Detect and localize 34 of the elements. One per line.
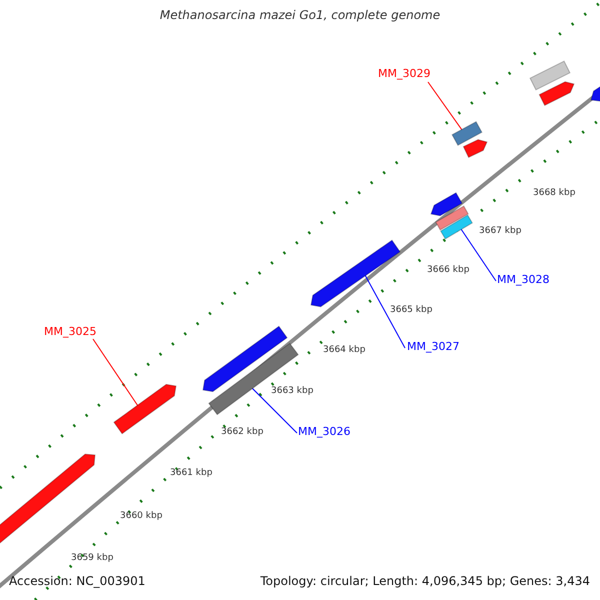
gene-feature <box>590 84 600 102</box>
gene-label: MM_3025 <box>44 325 96 338</box>
gene-label: MM_3029 <box>378 67 430 80</box>
tick-label: 3659 kbp <box>71 553 114 563</box>
leader-line <box>364 274 406 348</box>
title: Methanosarcina mazei Go1, complete genome <box>158 8 442 22</box>
leader-line <box>428 82 462 130</box>
gene-feature <box>529 60 571 90</box>
gene-feature <box>451 121 483 146</box>
tick-label: 3668 kbp <box>533 188 576 198</box>
gene-feature <box>208 342 299 416</box>
tick-label: 3667 kbp <box>479 226 522 236</box>
gene-feature <box>538 81 575 106</box>
gene-feature <box>430 192 463 216</box>
tick-label: 3663 kbp <box>271 386 314 396</box>
tick-label: 3666 kbp <box>427 265 470 275</box>
accession-text: Accession: NC_003901 <box>9 574 146 588</box>
gene-feature <box>440 214 473 240</box>
leader-line <box>252 388 298 434</box>
tick-label: 3661 kbp <box>170 468 212 478</box>
gene-feature <box>435 205 469 231</box>
leader-line <box>460 228 496 282</box>
leader-line <box>92 338 138 406</box>
gene-feature <box>462 139 488 158</box>
tick-label: 3664 kbp <box>323 345 366 355</box>
gene-label: MM_3026 <box>298 425 350 438</box>
tick-label: 3665 kbp <box>390 305 432 315</box>
gene-feature <box>113 384 177 434</box>
tick-label: 3662 kbp <box>221 427 264 437</box>
gene-label: MM_3027 <box>407 340 460 353</box>
tick-label: 3660 kbp <box>120 511 162 521</box>
topology-text: Topology: circular; Length: 4,096,345 bp; Genes: 3,434 <box>260 574 590 588</box>
gene-label: MM_3028 <box>497 273 550 286</box>
gene-feature <box>0 454 96 544</box>
